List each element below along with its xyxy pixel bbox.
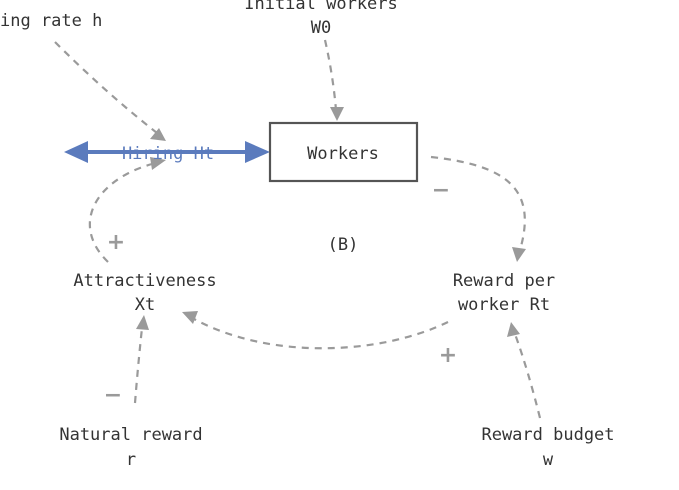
loop-label: (B): [328, 235, 359, 255]
hiring-flow-left-arrowhead: [64, 141, 88, 163]
reward-per-worker-label-line2: worker Rt: [458, 295, 550, 315]
sign-natural-reward-to-attractiveness: −: [104, 383, 122, 408]
workers-stock-label: Workers: [307, 144, 379, 164]
link-reward-to-attractiveness: [193, 318, 449, 350]
hiring-flow-right-arrowhead: [245, 141, 270, 163]
hiring-flow-label: Hiring Ht: [122, 144, 214, 164]
attractiveness-label-line1: Attractiveness: [73, 271, 216, 291]
link-attractiveness-to-hiring-arrowhead: [150, 157, 166, 170]
link-hiring-rate-arrowhead: [150, 128, 166, 141]
hiring-rate-label: ing rate h: [0, 11, 102, 31]
reward-per-worker-label-line1: Reward per: [453, 271, 555, 291]
natural-reward-label-line2: r: [126, 450, 136, 470]
reward-budget-label-line2: w: [543, 450, 554, 470]
initial-workers-label-line2: W0: [311, 18, 331, 38]
link-reward-budget-to-reward: [513, 333, 542, 419]
link-initial-workers-to-workers: [323, 39, 338, 111]
sign-attractiveness-to-hiring: +: [107, 230, 125, 255]
initial-workers-label-line1: Initial workers: [244, 0, 398, 14]
sign-workers-to-reward: −: [432, 178, 450, 203]
reward-budget-label-line1: Reward budget: [481, 425, 614, 445]
link-reward-to-attractiveness-arrowhead: [182, 311, 198, 324]
natural-reward-label-line1: Natural reward: [59, 425, 202, 445]
link-natural-reward-to-attractiveness: [133, 327, 144, 404]
link-workers-to-reward-arrowhead: [512, 247, 526, 262]
link-reward-budget-arrowhead: [507, 322, 520, 337]
link-hiring-rate-to-hiring: [54, 41, 158, 134]
attractiveness-label-line2: Xt: [135, 295, 155, 315]
link-natural-reward-arrowhead: [136, 315, 149, 330]
sign-reward-to-attractiveness: +: [439, 343, 457, 368]
workers-stock: [268, 121, 419, 183]
link-workers-to-reward: [430, 155, 526, 251]
link-attractiveness-to-hiring: [88, 162, 153, 263]
link-initial-workers-arrowhead: [330, 107, 344, 121]
